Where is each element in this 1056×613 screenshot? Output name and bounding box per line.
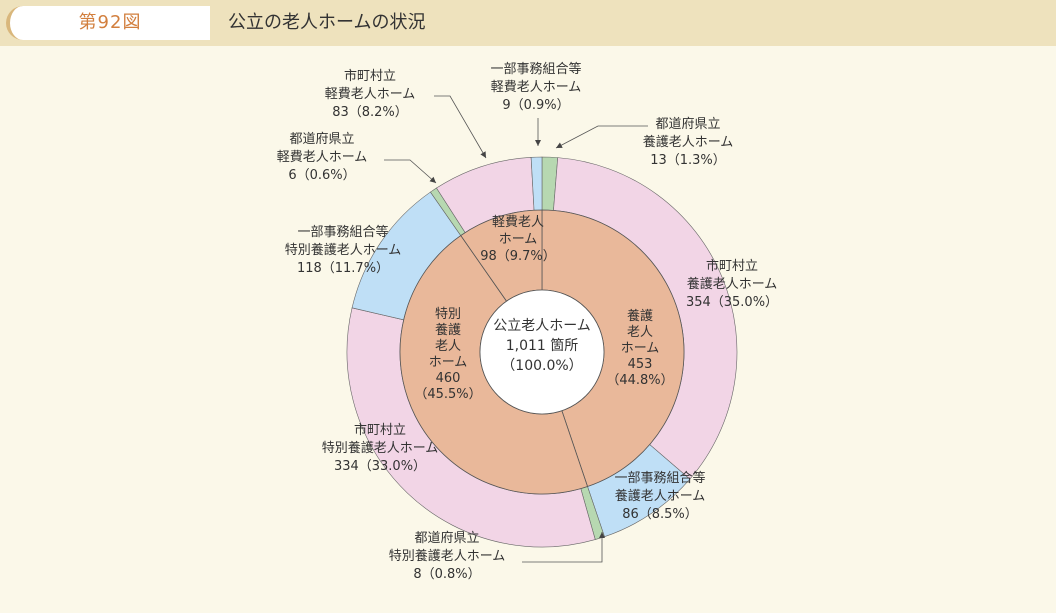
leader-line-0 <box>555 125 648 149</box>
leader-line-6 <box>384 159 437 184</box>
leader-line-7 <box>434 95 487 159</box>
center-hole <box>479 289 605 415</box>
figure-header: 第92図 公立の老人ホームの状況 <box>0 0 1056 46</box>
leader-arrow-6 <box>429 176 436 183</box>
leader-arrow-7 <box>480 151 486 158</box>
leader-arrow-0 <box>556 142 563 148</box>
leader-arrow-3 <box>599 532 605 538</box>
figure-title: 公立の老人ホームの状況 <box>228 12 426 33</box>
figure-number-badge: 第92図 <box>6 6 210 40</box>
leader-line-3 <box>522 532 603 563</box>
leader-arrow-8 <box>535 140 541 146</box>
